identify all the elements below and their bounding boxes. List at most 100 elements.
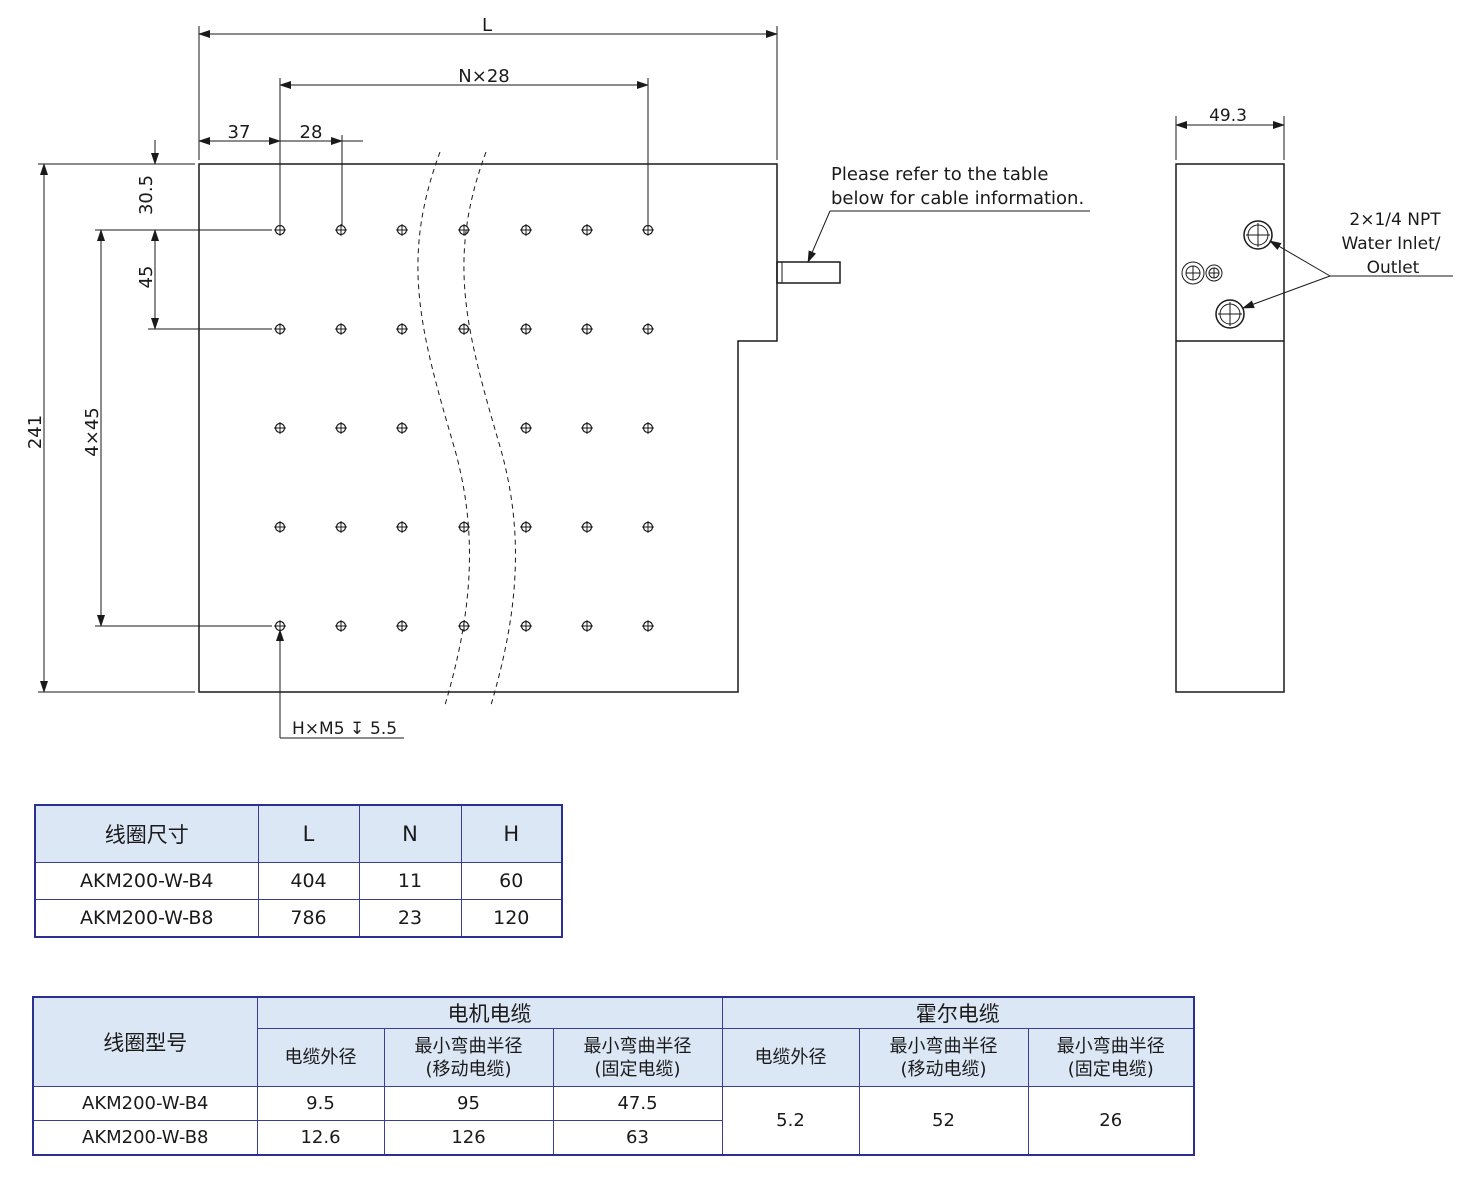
side-view-body [1175,163,1285,693]
cell-model: AKM200-W-B8 [34,899,259,938]
water-callout-line-2: Water Inlet/ [1341,234,1440,254]
mechanical-drawing: L N×28 37 28 30.5 45 4×45 241 H×M5 ↧ 5.5… [25,15,1453,739]
table-row: AKM200-W-B4 404 11 60 [34,862,563,900]
mounting-hole [274,422,286,434]
cell-L: 786 [257,899,360,938]
cell-motor-od: 9.5 [256,1086,385,1121]
mounting-hole [458,620,470,632]
mounting-hole [274,224,286,236]
small-fittings [1181,261,1223,285]
cell-model: AKM200-W-B8 [32,1120,258,1156]
mounting-hole [458,521,470,533]
cell-hall-bend-moving: 52 [858,1086,1029,1156]
mounting-hole [335,521,347,533]
dim-37: 37 [228,122,251,143]
header-hall-bend-fixed: 最小弯曲半径(固定电缆) [1027,1028,1195,1087]
mounting-hole [642,620,654,632]
header-motor-bend-moving: 最小弯曲半径(移动电缆) [383,1028,554,1087]
cable-table-group-header: 线圈型号 电机电缆 霍尔电缆 [32,996,1195,1087]
mounting-holes [274,224,654,632]
cell-model: AKM200-W-B4 [32,1086,258,1121]
header-hall-od: 电缆外径 [721,1028,860,1087]
hole-depth: 5.5 [370,719,397,739]
hole-spec: H×M5 [292,719,345,739]
table-row: AKM200-W-B8 786 23 120 [34,899,563,938]
cell-H: 60 [460,862,563,900]
mounting-hole [335,620,347,632]
cell-motor-bend-fixed: 63 [552,1120,723,1156]
cable-note-leader [807,210,1090,263]
mounting-hole [274,521,286,533]
mounting-hole [642,323,654,335]
mounting-hole [520,620,532,632]
water-port-upper [1243,220,1273,250]
mounting-hole [581,521,593,533]
cell-N: 23 [358,899,462,938]
dim-241: 241 [25,415,46,449]
cable-table: 线圈型号 电机电缆 霍尔电缆 电缆外径 最小弯曲半径(移动电缆) 最小弯曲半径(… [32,996,1195,1156]
mounting-hole [581,224,593,236]
mounting-hole [396,620,408,632]
cell-motor-bend-moving: 126 [383,1120,554,1156]
dim-30-5: 30.5 [136,175,157,215]
mounting-hole [520,422,532,434]
mounting-hole [335,422,347,434]
mounting-hole [581,422,593,434]
mounting-hole [396,422,408,434]
header-L: L [257,804,360,863]
header-hall-bend-moving: 最小弯曲半径(移动电缆) [858,1028,1029,1087]
mounting-hole [335,224,347,236]
size-table-header: 线圈尺寸 L N H [34,804,563,863]
cable-note-line-2: below for cable information. [831,188,1084,209]
mounting-hole [642,521,654,533]
dim-49-3: 49.3 [1209,106,1247,126]
extension-lines [38,26,1285,693]
mounting-hole [520,323,532,335]
mounting-hole [458,224,470,236]
header-coil-size: 线圈尺寸 [34,804,259,863]
mounting-hole [642,422,654,434]
mounting-hole [520,224,532,236]
table-row: AKM200-W-B4 9.5 95 47.5 5.2 52 26 [32,1086,1195,1156]
cell-model: AKM200-W-B4 [34,862,259,900]
mounting-hole [274,323,286,335]
header-coil-model: 线圈型号 [32,996,258,1087]
mounting-hole [335,323,347,335]
mounting-hole [396,224,408,236]
dim-28: 28 [300,122,323,143]
dimension-lines [40,30,1285,693]
mounting-hole [396,521,408,533]
cell-L: 404 [257,862,360,900]
dim-4x45: 4×45 [82,407,103,456]
cell-hall-bend-fixed: 26 [1027,1086,1195,1156]
cell-hall-od: 5.2 [721,1086,860,1156]
mounting-hole [396,323,408,335]
header-motor-od: 电缆外径 [256,1028,385,1087]
cable-table-sub-header: 电缆外径 最小弯曲半径(移动电缆) 最小弯曲半径(固定电缆) 电缆外径 最小弯曲… [33,1028,1195,1087]
mounting-hole [458,323,470,335]
cable-outlet [776,261,841,284]
water-callout-line-1: 2×1/4 NPT [1349,210,1441,230]
water-callout-leader [1242,240,1453,309]
mounting-hole [642,224,654,236]
header-hall-cable: 霍尔电缆 [721,996,1195,1029]
water-callout-line-3: Outlet [1367,258,1420,278]
mounting-hole [520,521,532,533]
dim-L: L [482,15,492,36]
coil-size-table: 线圈尺寸 L N H AKM200-W-B4 404 11 60 AKM200-… [34,804,563,938]
mounting-hole [581,620,593,632]
dim-45: 45 [136,266,157,289]
cable-note-line-1: Please refer to the table [831,164,1048,185]
cell-motor-od: 12.6 [256,1120,385,1156]
header-motor-bend-fixed: 最小弯曲半径(固定电缆) [552,1028,723,1087]
mounting-hole [581,323,593,335]
table-row: AKM200-W-B8 12.6 126 63 [32,1120,1194,1156]
header-H: H [460,804,563,863]
cell-N: 11 [358,862,462,900]
water-port-lower [1215,299,1245,329]
header-motor-cable: 电机电缆 [256,996,723,1029]
depth-symbol: ↧ [350,719,364,739]
header-N: N [358,804,462,863]
hole-callout-leader [276,629,404,739]
cell-motor-bend-moving: 95 [383,1086,554,1121]
